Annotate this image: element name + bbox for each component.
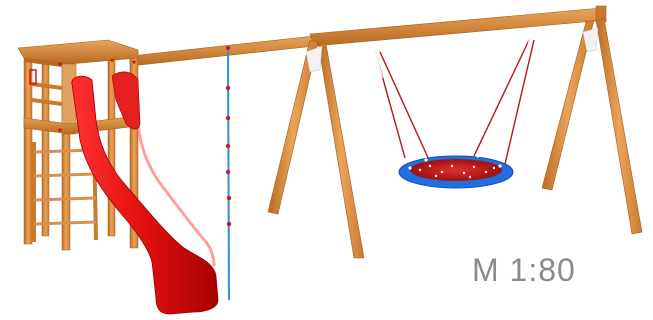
swing-right-a-frame [541, 17, 643, 235]
connecting-beam [129, 35, 316, 67]
swing-left-a-frame [267, 39, 365, 259]
nest-swing [398, 154, 514, 189]
scale-label: M 1:80 [472, 252, 576, 288]
nest-swing-ropes [374, 37, 535, 165]
slide [71, 71, 219, 315]
play-tower [17, 39, 139, 251]
climbing-rope [225, 46, 232, 301]
swing-top-beam [309, 5, 607, 47]
